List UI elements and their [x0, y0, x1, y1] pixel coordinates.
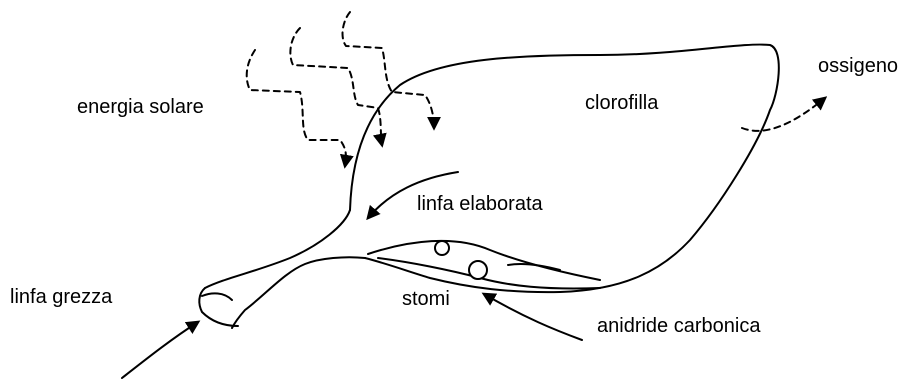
- linfa-grezza-arrow: [122, 322, 198, 378]
- petiole-lower-edge: [232, 257, 365, 328]
- label-linfa-elaborata: linfa elaborata: [417, 194, 543, 214]
- anidride-carbonica-arrow: [484, 294, 582, 340]
- petiole-upper-edge: [205, 210, 350, 288]
- leaf-blade-outline: [350, 45, 779, 293]
- label-stomi: stomi: [402, 289, 450, 309]
- label-linfa-grezza: linfa grezza: [10, 287, 112, 307]
- stoma-circle-1: [435, 241, 449, 255]
- label-clorofilla: clorofilla: [585, 93, 658, 113]
- oxygen-arrow: [742, 98, 825, 131]
- label-anidride-carbonica: anidride carbonica: [597, 316, 760, 336]
- label-ossigeno: ossigeno: [818, 56, 898, 76]
- solar-ray-3: [343, 12, 434, 128]
- label-energia-solare: energia solare: [77, 97, 204, 117]
- stoma-circle-2: [469, 261, 487, 279]
- stem-cut-end: [199, 288, 238, 326]
